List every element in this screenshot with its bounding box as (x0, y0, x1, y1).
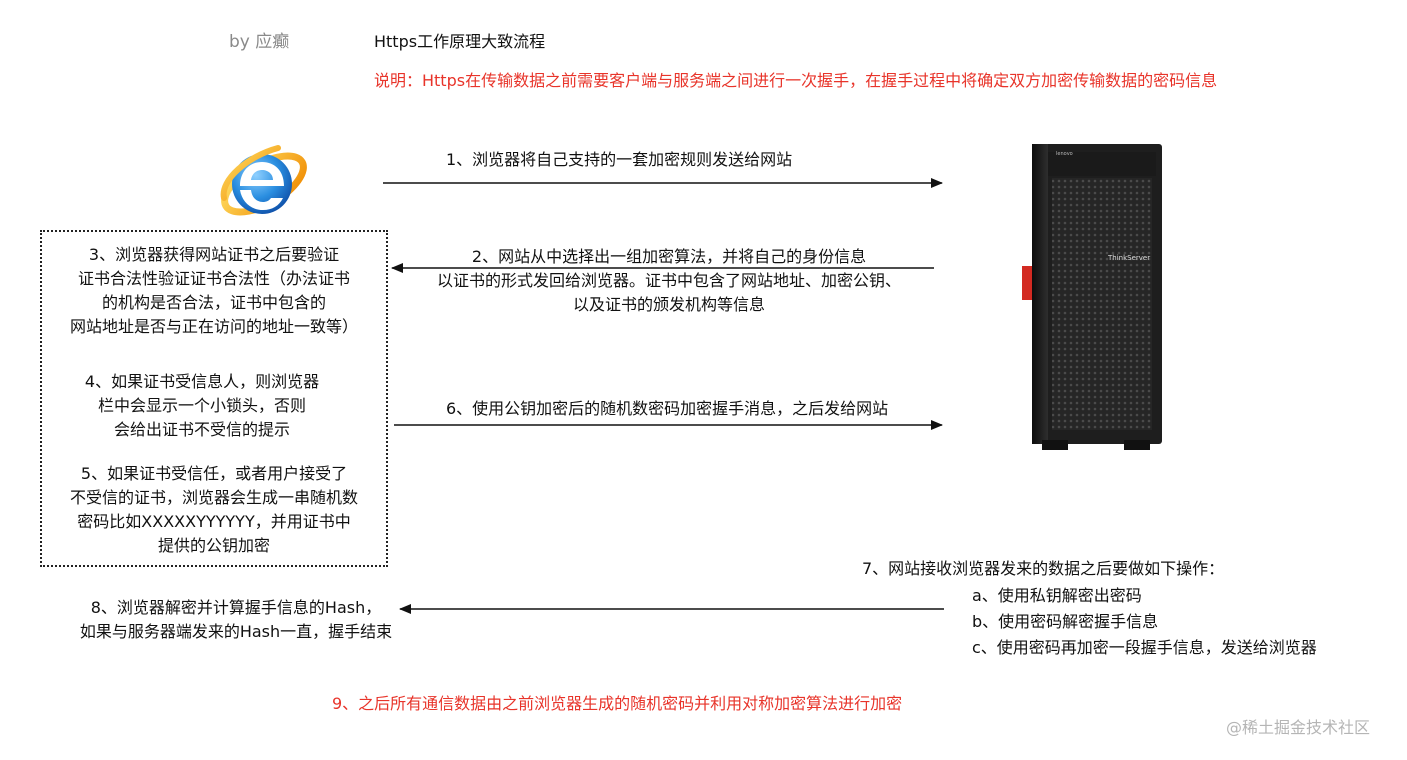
server-tower-icon: lenovo ThinkServer (1022, 144, 1162, 450)
step4-line: 会给出证书不受信的提示 (113, 420, 290, 439)
client-steps-box (40, 230, 388, 567)
step5-line: 提供的公钥加密 (157, 536, 270, 555)
watermark: @稀土掘金技术社区 (1226, 718, 1371, 737)
step3-line: 证书合法性验证证书合法性（办法证书 (77, 269, 350, 288)
step7-substep-b: b、使用密码解密握手信息 (972, 612, 1159, 631)
diagram-title: Https工作原理大致流程 (374, 32, 546, 51)
step9-label: 9、之后所有通信数据由之前浏览器生成的随机密码并利用对称加密算法进行加密 (332, 694, 903, 713)
step2-text: 2、网站从中选择出一组加密算法，并将自己的身份信息 以证书的形式发回给浏览器。证… (398, 245, 940, 317)
step2-line: 2、网站从中选择出一组加密算法，并将自己的身份信息 (471, 247, 867, 266)
step7-heading: 7、网站接收浏览器发来的数据之后要做如下操作： (862, 559, 1225, 578)
internet-explorer-icon (220, 145, 307, 216)
step7-substeps: a、使用私钥解密出密码 b、使用密码解密握手信息 c、使用密码再加密一段握手信息… (972, 584, 1317, 660)
step3-text: 3、浏览器获得网站证书之后要验证 证书合法性验证证书合法性（办法证书 的机构是否… (42, 243, 386, 339)
server-brand-label: lenovo (1056, 151, 1073, 157)
description-text: 说明：Https在传输数据之前需要客户端与服务端之间进行一次握手，在握手过程中将… (374, 71, 1218, 90)
step5-line: 5、如果证书受信任，或者用户接受了 (80, 464, 348, 483)
step6-label: 6、使用公钥加密后的随机数密码加密握手消息，之后发给网站 (446, 399, 889, 418)
step7-substep-c: c、使用密码再加密一段握手信息，发送给浏览器 (972, 638, 1317, 657)
step3-line: 的机构是否合法，证书中包含的 (101, 293, 326, 312)
step2-line: 以证书的形式发回给浏览器。证书中包含了网站地址、加密公钥、 (436, 271, 901, 290)
step8-text: 8、浏览器解密并计算握手信息的Hash， 如果与服务器端发来的Hash一直，握手… (50, 596, 422, 644)
step4-line: 4、如果证书受信息人，则浏览器 (84, 372, 320, 391)
step5-line: 不受信的证书，浏览器会生成一串随机数 (69, 488, 358, 507)
step5-line: 密码比如XXXXXYYYYYY，并用证书中 (77, 512, 351, 531)
author-label: by 应癫 (229, 32, 290, 52)
step3-line: 3、浏览器获得网站证书之后要验证 (88, 245, 340, 264)
server-model-label: ThinkServer (1107, 254, 1150, 262)
step1-label: 1、浏览器将自己支持的一套加密规则发送给网站 (446, 150, 793, 169)
step7-substep-a: a、使用私钥解密出密码 (972, 586, 1142, 605)
step5-text: 5、如果证书受信任，或者用户接受了 不受信的证书，浏览器会生成一串随机数 密码比… (42, 462, 386, 558)
step8-line: 如果与服务器端发来的Hash一直，握手结束 (79, 622, 393, 641)
step4-line: 栏中会显示一个小锁头，否则 (97, 396, 306, 415)
step4-text: 4、如果证书受信息人，则浏览器 栏中会显示一个小锁头，否则 会给出证书不受信的提… (42, 370, 362, 442)
step2-line: 以及证书的颁发机构等信息 (572, 295, 765, 314)
step3-line: 网站地址是否与正在访问的地址一致等） (69, 317, 358, 336)
step8-line: 8、浏览器解密并计算握手信息的Hash， (90, 598, 382, 617)
